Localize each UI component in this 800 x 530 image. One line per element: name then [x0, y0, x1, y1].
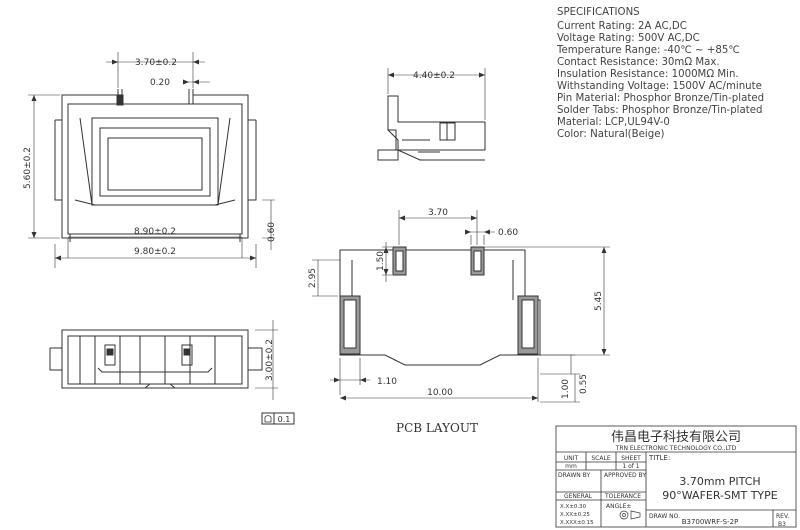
tolerance-xxx: X.XXX±0.15 — [560, 520, 594, 526]
bottom-view — [49, 320, 295, 425]
dim-pcb-pad-offset: 2.95 — [308, 268, 318, 288]
dim-pcb-overall-depth: 5.45 — [594, 291, 604, 311]
unit-value: mm — [565, 463, 577, 470]
spec-line: Current Rating: 2A AC,DC — [557, 21, 687, 32]
rev-value: B3 — [778, 521, 786, 528]
title-label: TITLE: — [648, 454, 670, 462]
spec-line: Material: LCP,UL94V-0 — [557, 117, 670, 128]
spec-line: Insulation Resistance: 1000MΩ Min. — [557, 69, 739, 80]
dim-height: 5.60±0.2 — [23, 147, 33, 189]
spec-line: Pin Material: Phosphor Bronze/Tin-plated — [557, 93, 765, 104]
front-view — [28, 52, 275, 268]
spec-line: Solder Tabs: Phosphor Bronze/Tin-plated — [557, 105, 763, 116]
tolerance-label: TOLERANCE — [604, 493, 641, 500]
dim-depth: 4.40±0.2 — [413, 71, 455, 81]
spec-line: Color: Natural(Beige) — [557, 129, 665, 140]
spec-line: Withstanding Voltage: 1500V AC/minute — [557, 81, 762, 92]
dim-pcb-pad-width: 0.60 — [498, 228, 518, 238]
company-name-en: TRN ELECTRONIC TECHNOLOGY CO.,LTD — [615, 445, 737, 452]
draw-no-label: DRAW NO. — [649, 513, 680, 520]
unit-label: UNIT — [564, 455, 579, 462]
dim-overall-width: 9.80±0.2 — [134, 247, 176, 257]
projection-symbol — [619, 510, 641, 520]
title-block-frame — [555, 425, 797, 528]
dim-pcb-overall-width: 10.00 — [427, 388, 453, 398]
dim-pcb-tab-width: 1.10 — [377, 377, 397, 387]
tolerance-xx: X.XX±0.25 — [560, 512, 590, 518]
approved-by-label: APPROVED BY — [604, 472, 646, 479]
flatness-value: 0.1 — [278, 415, 291, 424]
dim-pin: 0.20 — [150, 78, 170, 88]
pcb-layout-drawing — [312, 210, 610, 403]
dim-pcb-tab-gap: 0.55 — [579, 374, 589, 394]
spec-line: Temperature Range: -40℃ ~ +85℃ — [557, 45, 740, 56]
rev-label: REV. — [776, 513, 789, 520]
sheet-label: SHEET — [621, 455, 641, 462]
dim-tab: 0.60 — [267, 222, 277, 242]
dim-pcb-pad-height: 1.50 — [376, 251, 386, 271]
title-line-2: 90°WAFER-SMT TYPE — [662, 489, 778, 502]
company-name-cn: 伟昌电子科技有限公司 — [611, 430, 741, 445]
spec-line: Contact Resistance: 30mΩ Max. — [557, 57, 720, 68]
dim-pcb-pitch: 3.70 — [428, 208, 448, 218]
spec-line: Voltage Rating: 500V AC,DC — [557, 33, 700, 44]
side-view — [377, 68, 486, 161]
tolerance-x: X.X±0.30 — [560, 504, 587, 510]
title-line-1: 3.70mm PITCH — [679, 475, 760, 488]
specifications-heading: SPECIFICATIONS — [557, 7, 640, 18]
dim-bottom-height: 3.00±0.2 — [265, 339, 275, 381]
general-label: GENERAL — [564, 493, 593, 500]
draw-no-value: B3700WRF-S-2P — [682, 518, 739, 526]
pcb-layout-label: PCB LAYOUT — [396, 421, 478, 435]
drawn-by-label: DRAWN BY — [558, 472, 590, 479]
scale-label: SCALE — [591, 455, 610, 462]
angle-label: ANGLE± — [606, 503, 631, 510]
dim-pcb-tab-height: 1.00 — [561, 379, 571, 399]
title-block-text: 伟昌电子科技有限公司 TRN ELECTRONIC TECHNOLOGY CO.… — [558, 430, 789, 528]
dim-inner-width: 8.90±0.2 — [134, 227, 176, 237]
sheet-value: 1 of 1 — [622, 463, 639, 470]
dim-pitch: 3.70±0.2 — [135, 58, 177, 68]
